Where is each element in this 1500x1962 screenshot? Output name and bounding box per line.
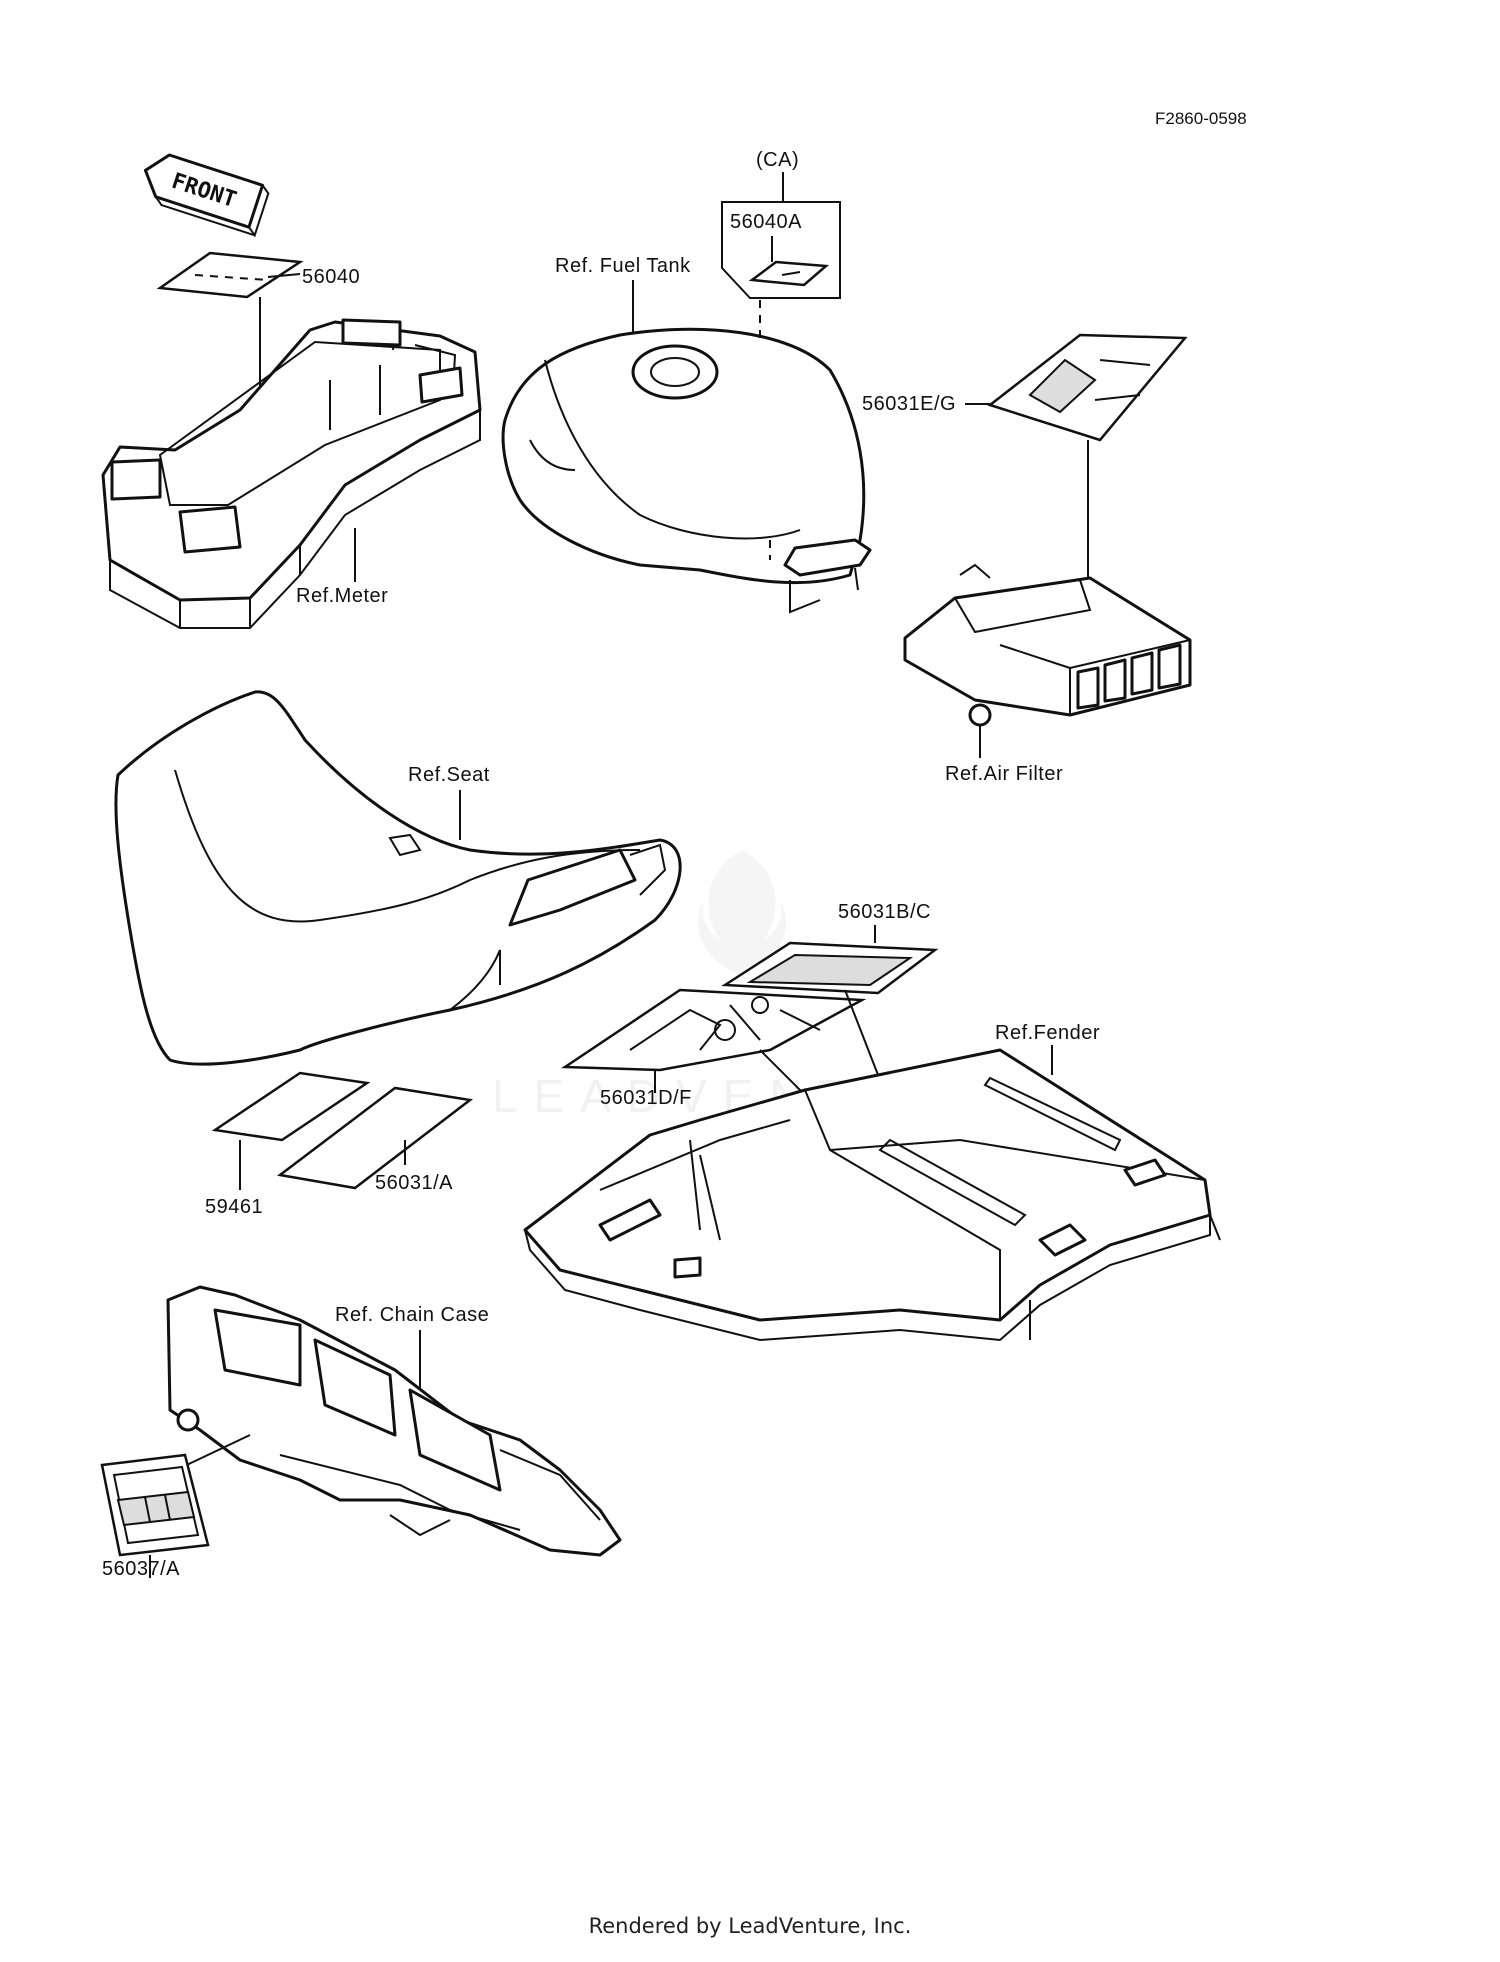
label-59461: 59461 xyxy=(205,1196,263,1218)
label-ref-fender: Ref.Fender xyxy=(995,1022,1100,1044)
label-56031A: 56031/A xyxy=(375,1172,453,1194)
decal-56037A-icon xyxy=(100,1453,210,1557)
chain-case-icon xyxy=(166,1285,622,1557)
decal-56031A-icon xyxy=(276,1086,474,1190)
leader-56040 xyxy=(267,273,301,278)
label-ref-air-filter: Ref.Air Filter xyxy=(945,763,1063,785)
label-56031EG: 56031E/G xyxy=(862,393,956,415)
seat-icon xyxy=(114,690,682,1066)
decal-56031EG-icon xyxy=(987,333,1188,442)
leader-fender-decal-b xyxy=(844,989,881,1081)
fuel-tank-icon xyxy=(501,327,872,614)
label-56031BC: 56031B/C xyxy=(838,901,931,923)
fender-icon xyxy=(523,1048,1221,1342)
label-56040: 56040 xyxy=(302,266,360,288)
decal-56031BC-icon xyxy=(721,941,939,995)
front-arrow-icon: FRONT xyxy=(143,153,270,238)
ca-frame xyxy=(721,201,841,299)
diagram-code: F2860-0598 xyxy=(1155,109,1247,128)
decal-59461-icon xyxy=(211,1071,371,1142)
label-ref-chain-case: Ref. Chain Case xyxy=(335,1304,489,1326)
label-56031DF: 56031D/F xyxy=(600,1087,692,1109)
footer-credit: Rendered by LeadVenture, Inc. xyxy=(588,1914,912,1938)
label-ca: (CA) xyxy=(756,149,799,171)
decal-56031DF-icon xyxy=(561,988,867,1072)
label-56037A: 56037/A xyxy=(102,1558,180,1580)
label-ref-fuel-tank: Ref. Fuel Tank xyxy=(555,255,691,277)
label-56040A: 56040A xyxy=(730,211,802,233)
decal-56040A-icon xyxy=(748,260,830,287)
decal-56040-icon xyxy=(156,251,304,299)
meter-icon xyxy=(101,318,482,629)
air-filter-icon xyxy=(903,563,1192,727)
label-ref-seat: Ref.Seat xyxy=(408,764,490,786)
label-ref-meter: Ref.Meter xyxy=(296,585,388,607)
